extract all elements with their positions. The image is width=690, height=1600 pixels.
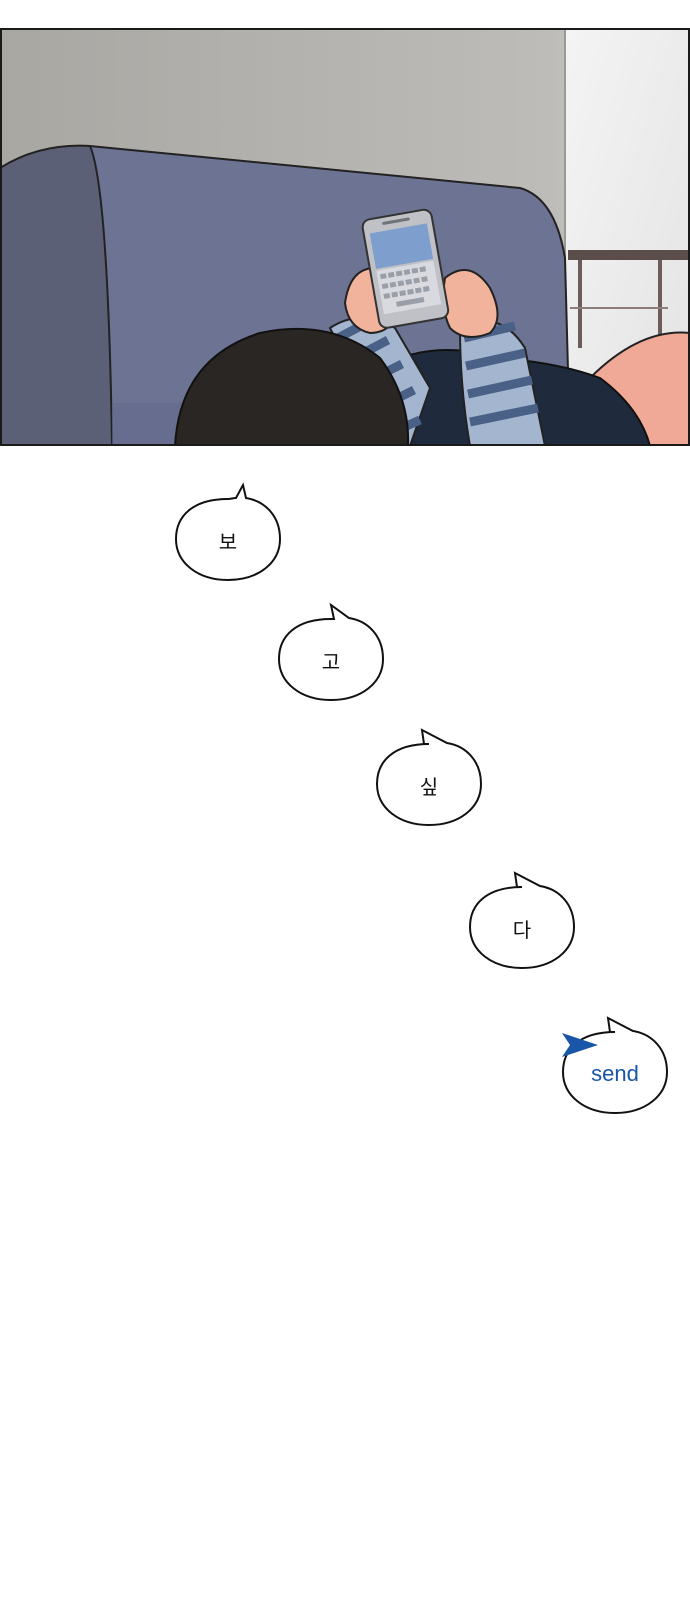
comic-panel: [0, 28, 690, 446]
bubble-text: 다: [512, 917, 532, 942]
sofa-arm: [0, 144, 114, 446]
smartphone: [361, 208, 450, 329]
send-bubble: send: [560, 1015, 670, 1115]
speech-bubble-3: 싶: [374, 727, 484, 827]
speech-bubble-shape: [174, 482, 282, 582]
speech-bubble-shape: [468, 871, 576, 970]
send-content: send: [560, 1031, 670, 1115]
send-arrow-icon: [562, 1033, 598, 1057]
speech-bubble-shape: [277, 602, 385, 702]
send-label: send: [591, 1061, 639, 1086]
speech-bubble-2: 고: [276, 602, 386, 702]
head-hair: [173, 327, 410, 446]
panel-illustration: [0, 28, 690, 446]
speech-bubble-1: 보: [173, 482, 283, 582]
bubble-text: 보: [218, 529, 238, 554]
bubble-text: 싶: [419, 774, 439, 799]
bubble-text: 고: [321, 649, 341, 674]
side-table: [568, 250, 690, 348]
speech-bubble-4: 다: [467, 870, 577, 970]
speech-bubble-shape: [375, 728, 483, 827]
speech-bubble-shape: [561, 1016, 669, 1115]
